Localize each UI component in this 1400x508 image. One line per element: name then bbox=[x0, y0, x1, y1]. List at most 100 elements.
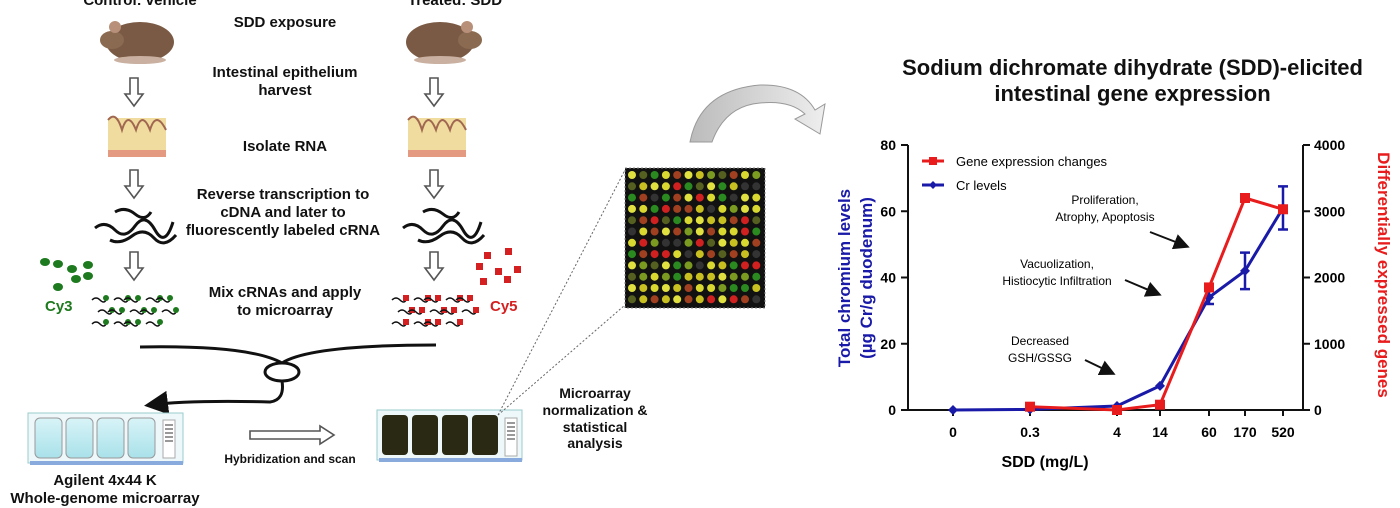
data-point-gene-expression bbox=[1155, 399, 1165, 410]
cy5-labeled-crna bbox=[451, 307, 457, 313]
microarray-spot bbox=[661, 250, 670, 259]
x-tick-label: 520 bbox=[1271, 424, 1295, 440]
microarray-spot bbox=[650, 261, 659, 270]
microarray-spot bbox=[718, 204, 727, 213]
y-right-tick-label: 3000 bbox=[1314, 203, 1345, 219]
microarray-spot bbox=[684, 193, 693, 202]
cy3-labeled-crna bbox=[167, 295, 173, 301]
microarray-spot bbox=[729, 238, 738, 247]
microarray-spot bbox=[628, 216, 636, 225]
data-point-gene-expression bbox=[1025, 401, 1035, 412]
left-axis-title-line2: (µg Cr/g duodenum) bbox=[857, 197, 876, 359]
microarray-spot bbox=[752, 295, 761, 304]
microarray-spot bbox=[661, 171, 670, 179]
microarray-spot bbox=[650, 250, 659, 259]
cy5-labeled-crna bbox=[467, 295, 473, 301]
y-right-tick-label: 2000 bbox=[1314, 270, 1345, 286]
microarray-spot bbox=[752, 171, 761, 179]
microarray-spot bbox=[718, 272, 727, 281]
microarray-spot bbox=[673, 171, 682, 179]
microarray-spot bbox=[729, 295, 738, 304]
blank-microarray-slide bbox=[27, 412, 184, 465]
step-harvest: Intestinal epithelium harvest bbox=[212, 64, 358, 99]
cy3-labeled-crna bbox=[135, 295, 141, 301]
microarray-spot bbox=[684, 216, 693, 225]
microarray-spot bbox=[718, 182, 727, 191]
microarray-spot bbox=[628, 295, 636, 304]
microarray-spot bbox=[650, 272, 659, 281]
microarray-spot bbox=[718, 227, 727, 236]
microarray-spot bbox=[650, 227, 659, 236]
control-label: Control: vehicle bbox=[83, 0, 197, 9]
microarray-spot bbox=[684, 171, 693, 179]
annotation-vacuolization-line1: Vacuolization, bbox=[1020, 257, 1094, 271]
microarray-spot bbox=[673, 238, 682, 247]
cy5-dye-icon bbox=[476, 248, 521, 285]
microarray-spot bbox=[650, 284, 659, 292]
microarray-spot bbox=[729, 272, 738, 281]
microarray-spot bbox=[741, 250, 749, 259]
microarray-spot bbox=[639, 295, 648, 304]
microarray-spot bbox=[673, 295, 682, 304]
microarray-spot bbox=[673, 204, 682, 213]
microarray-spot bbox=[695, 272, 704, 281]
labeled-crna-icons bbox=[91, 295, 479, 327]
microarray-spot bbox=[639, 250, 648, 259]
microarray-spot bbox=[661, 182, 670, 191]
microarray-spot bbox=[639, 204, 648, 213]
array-label: Agilent 4x44 K bbox=[53, 472, 157, 489]
control-mouse-icon bbox=[100, 21, 174, 64]
annotation-vacuolization-line2: Histiocytic Infiltration bbox=[1002, 274, 1111, 288]
data-point-cr-levels bbox=[948, 405, 958, 415]
microarray-spot bbox=[729, 250, 738, 259]
x-tick-label: 60 bbox=[1201, 424, 1217, 440]
treated-label: Treated: SDD bbox=[407, 0, 503, 9]
cy3-labeled-crna bbox=[103, 319, 109, 325]
right-axis-title: Differentially expressed genes bbox=[1374, 152, 1393, 398]
microarray-spot bbox=[752, 284, 761, 292]
microarray-spot bbox=[707, 193, 716, 202]
microarray-spot bbox=[729, 193, 738, 202]
microarray-spot bbox=[650, 182, 659, 191]
microarray-spot bbox=[650, 193, 659, 202]
microarray-spot bbox=[695, 284, 704, 292]
microarray-spot bbox=[628, 250, 636, 259]
microarray-spot bbox=[639, 272, 648, 281]
microarray-spot bbox=[684, 238, 693, 247]
x-axis-title: SDD (mg/L) bbox=[1001, 454, 1088, 471]
step-sdd-exposure: SDD exposure bbox=[233, 14, 337, 31]
microarray-spot bbox=[695, 204, 704, 213]
chart-title: Sodium dichromate dihydrate (SDD)-elicit… bbox=[902, 55, 1363, 107]
microarray-spot bbox=[707, 284, 716, 292]
data-point-gene-expression bbox=[1278, 204, 1288, 215]
microarray-spot bbox=[673, 216, 682, 225]
microarray-spot bbox=[684, 227, 693, 236]
microarray-spot bbox=[729, 216, 738, 225]
microarray-spot bbox=[718, 171, 727, 179]
microarray-spot bbox=[741, 227, 749, 236]
microarray-spot bbox=[707, 227, 716, 236]
cy5-labeled-crna bbox=[473, 307, 479, 313]
microarray-spot bbox=[752, 227, 761, 236]
microarray-spot bbox=[707, 171, 716, 179]
annotation-gsh-line1: Decreased bbox=[1011, 334, 1069, 348]
cy3-labeled-crna bbox=[173, 307, 179, 313]
microarray-spot bbox=[639, 227, 648, 236]
microarray-spot bbox=[661, 216, 670, 225]
microarray-spot bbox=[673, 193, 682, 202]
x-tick-label: 4 bbox=[1113, 424, 1121, 440]
microarray-spot bbox=[707, 250, 716, 259]
hybridization-label: Hybridization and scan bbox=[224, 452, 356, 466]
microarray-spot bbox=[741, 284, 749, 292]
y-left-tick-label: 20 bbox=[880, 336, 896, 352]
microarray-spot bbox=[661, 284, 670, 292]
microarray-spot bbox=[684, 295, 693, 304]
analysis-label: Microarray normalization & statistical a… bbox=[542, 385, 648, 452]
microarray-spot bbox=[673, 182, 682, 191]
y-left-tick-label: 80 bbox=[880, 137, 896, 153]
step-isolate-rna: Isolate RNA bbox=[242, 138, 328, 155]
microarray-spot bbox=[752, 216, 761, 225]
annotation-proliferation-line1: Proliferation, bbox=[1071, 193, 1138, 207]
microarray-spot bbox=[661, 193, 670, 202]
cdna-strand-icon bbox=[94, 207, 486, 245]
